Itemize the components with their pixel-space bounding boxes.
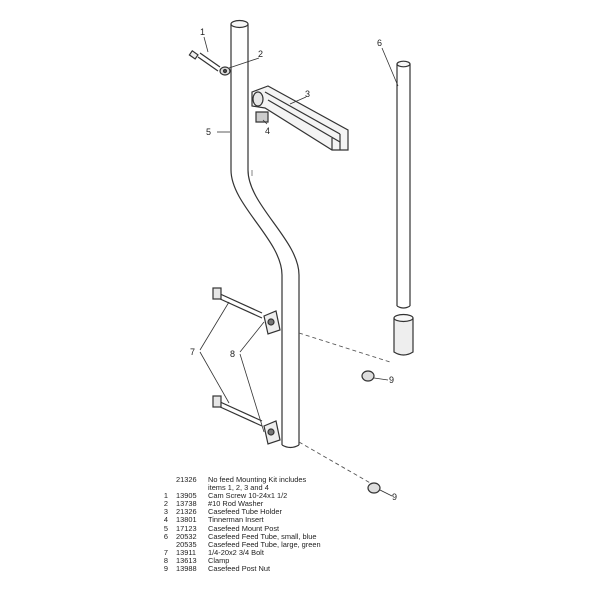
callout-9b: 9 (392, 492, 397, 502)
parts-list-row: 6 20532 Casefeed Feed Tube, small, blue (148, 531, 408, 541)
part-item-number: 8 (163, 555, 168, 565)
part-description: Clamp (208, 555, 230, 565)
callout-5: 5 (206, 127, 211, 137)
parts-list-row: 9 13988 Casefeed Post Nut (148, 564, 408, 574)
parts-list-row: 1 13905 Cam Screw 10-24x1 1/2 (148, 492, 408, 500)
cam-screw (188, 49, 221, 72)
part-description: Casefeed Feed Tube, large, green (208, 539, 321, 549)
assembly-lines (298, 332, 391, 485)
clamps (263, 310, 281, 445)
mount-post (230, 19, 300, 449)
callout-3: 3 (305, 89, 310, 99)
part-number: 13613 (176, 555, 197, 565)
bolts (212, 287, 263, 427)
part-description: No feed Mounting Kit includes (208, 475, 307, 484)
part-number: 13911 (176, 547, 197, 557)
part-description: items 1, 2, 3 and 4 (208, 483, 269, 493)
part-description: Casefeed Mount Post (208, 523, 280, 533)
part-description: Casefeed Post Nut (208, 564, 271, 574)
parts-list-row: 4 13801 Tinnerman Insert (148, 516, 408, 524)
part-number: 13905 (176, 491, 197, 501)
part-description: #10 Rod Washer (208, 499, 264, 509)
parts-list-row: 21326 No feed Mounting Kit includes (148, 475, 408, 484)
rod-washer (219, 66, 231, 76)
callout-7: 7 (190, 347, 195, 357)
part-number: 17123 (176, 523, 197, 533)
callout-9a: 9 (389, 375, 394, 385)
part-description: Tinnerman Insert (208, 515, 264, 525)
part-number: 20535 (176, 539, 197, 549)
part-item-number (148, 484, 176, 492)
tinnerman-insert (255, 111, 269, 123)
part-description: Casefeed Tube Holder (208, 507, 282, 517)
part-item-number: 4 (163, 515, 168, 525)
part-number: 21326 (176, 475, 197, 484)
parts-list-row: 20535 Casefeed Feed Tube, large, green (148, 539, 408, 549)
part-item-number: 3 (163, 507, 168, 517)
part-description: Casefeed Feed Tube, small, blue (208, 531, 317, 541)
tube-holder (251, 85, 349, 151)
part-number: 20532 (176, 531, 197, 541)
callout-6: 6 (377, 38, 382, 48)
callout-8: 8 (230, 349, 235, 359)
part-item-number: 2 (163, 499, 168, 509)
part-number: 21326 (176, 507, 197, 517)
part-description: 1/4-20x2 3/4 Bolt (208, 547, 264, 557)
part-number: 13801 (176, 515, 197, 525)
part-number: 13738 (176, 499, 197, 509)
parts-list-row: items 1, 2, 3 and 4 (148, 483, 408, 493)
part-number: 13988 (176, 564, 197, 574)
part-description: Cam Screw 10-24x1 1/2 (208, 491, 288, 501)
parts-list-row: 7 13911 1/4-20x2 3/4 Bolt (148, 547, 408, 557)
parts-list-row: 3 21326 Casefeed Tube Holder (148, 508, 408, 516)
callout-2: 2 (258, 49, 263, 59)
part-item-number (148, 476, 176, 484)
callout-4: 4 (265, 126, 270, 136)
part-item-number: 9 (163, 564, 168, 574)
part-item-number: 1 (163, 491, 168, 501)
part-item-number: 5 (163, 523, 168, 533)
post-nuts (361, 370, 381, 494)
parts-list-row: 2 13738 #10 Rod Washer (148, 500, 408, 508)
parts-list-row: 8 13613 Clamp (148, 555, 408, 565)
parts-list-row: 5 17123 Casefeed Mount Post (148, 523, 408, 533)
part-item-number: 7 (163, 547, 168, 557)
feed-tube (393, 60, 414, 356)
callout-1: 1 (200, 27, 205, 37)
part-item-number (148, 541, 176, 549)
part-item-number: 6 (163, 531, 168, 541)
leader-lines (199, 36, 399, 497)
